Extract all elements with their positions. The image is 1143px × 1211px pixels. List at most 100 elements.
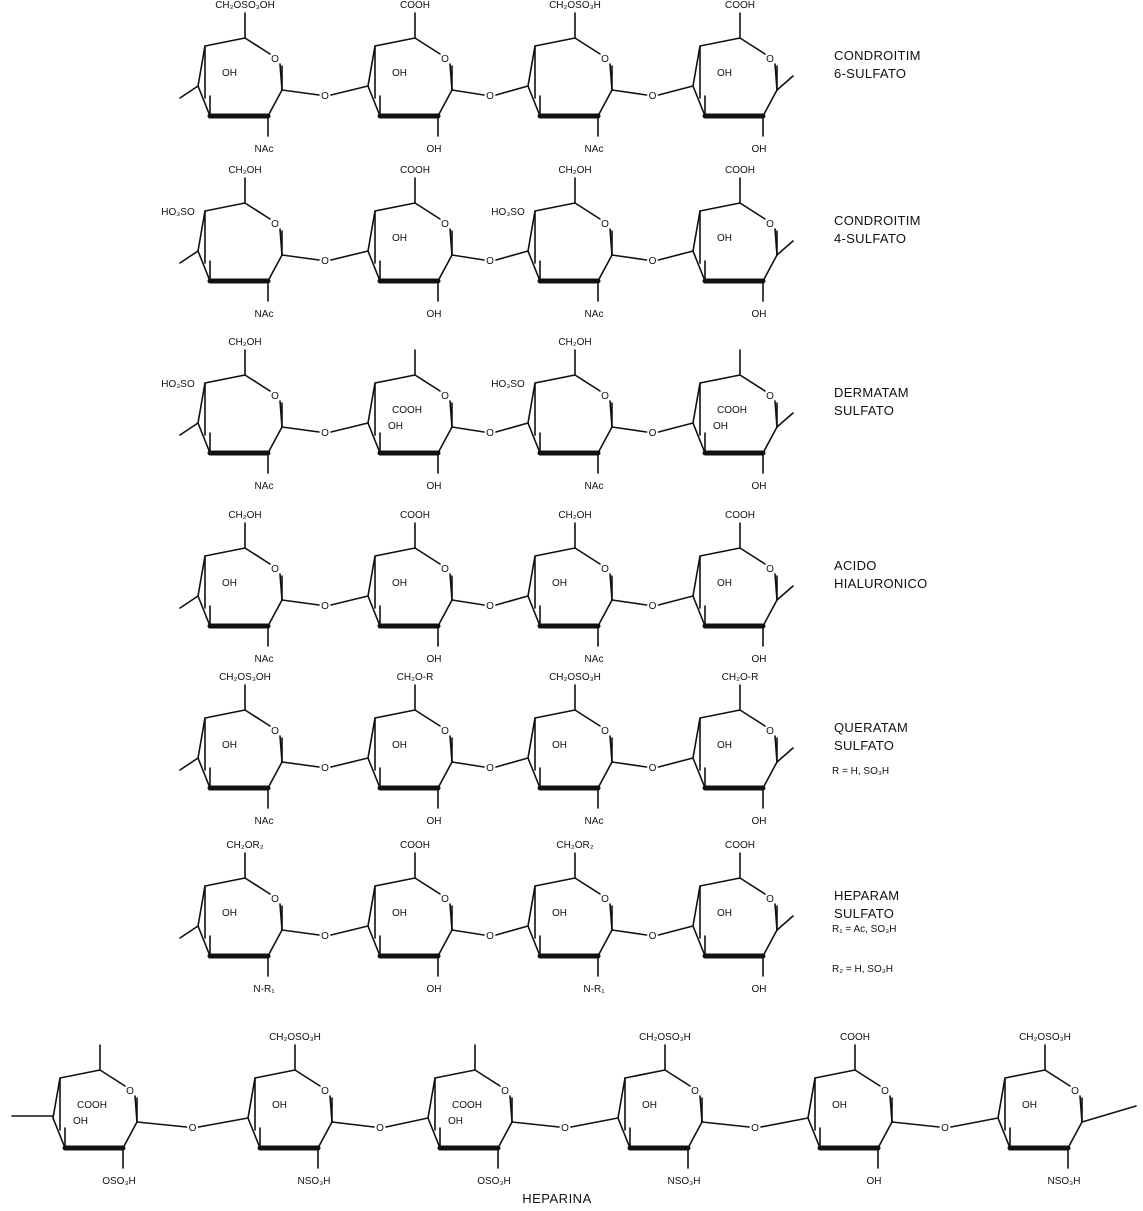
ring-inner-substituent-label: OH	[717, 68, 732, 79]
ring-inner-substituent-label: OH	[552, 908, 567, 919]
linkage-oxygen-label: O	[649, 601, 657, 612]
linkage-oxygen-label: O	[321, 931, 329, 942]
ring-oxygen-label: O	[441, 564, 449, 575]
linkage-oxygen-label: O	[486, 601, 494, 612]
ring-bottom-substituent-label: OH	[752, 481, 767, 492]
linkage-oxygen-label: O	[321, 763, 329, 774]
ring-bottom-substituent-label: NAc	[255, 144, 274, 155]
ring-bottom-substituent-label: OH	[427, 481, 442, 492]
ring-inner-substituent-label: OH	[392, 233, 407, 244]
linkage-oxygen-label: O	[649, 91, 657, 102]
ring-bottom-substituent-label: NAc	[585, 654, 604, 665]
ring-top-substituent-label: CH₂O-R	[397, 672, 434, 683]
ring-bottom-substituent-label: NSO₃H	[298, 1176, 331, 1187]
ring-oxygen-label: O	[601, 726, 609, 737]
ring-inner-substituent-label: OH	[272, 1100, 287, 1111]
ring-inner-substituent-label: OH	[1022, 1100, 1037, 1111]
row-name-label: CONDROITIM	[834, 48, 921, 63]
row-name-label: HEPARAM	[834, 888, 899, 903]
ring-top-substituent-label: COOH	[725, 165, 755, 176]
ring-bottom-substituent-label: OH	[427, 816, 442, 827]
row-name-label: SULFATO	[834, 403, 894, 418]
glycosidic-linkage: O	[451, 422, 529, 439]
ring-inner-substituent-label: OH	[222, 68, 237, 79]
glycosidic-linkage: O	[891, 1117, 999, 1134]
ring-bottom-substituent-label: OSO₃H	[477, 1176, 511, 1187]
ring-oxygen-label: O	[766, 219, 774, 230]
linkage-oxygen-label: O	[376, 1123, 384, 1134]
ring-inner-substituent-label: OH	[717, 740, 732, 751]
heparina-name-label: HEPARINA	[522, 1191, 592, 1206]
ring-top-substituent-label: CH₂OH	[558, 165, 591, 176]
ring-oxygen-label: O	[601, 391, 609, 402]
glycosidic-linkage: O	[136, 1117, 249, 1134]
row-name-label: HIALURONICO	[834, 576, 928, 591]
ring-bottom-substituent-label: NAc	[255, 816, 274, 827]
ring-inner-substituent-label: OH	[392, 908, 407, 919]
ring-inner-substituent-label: OH	[222, 908, 237, 919]
ring-bottom-substituent-label: OH	[427, 984, 442, 995]
linkage-oxygen-label: O	[941, 1123, 949, 1134]
ring-inner-substituent-label: OH	[222, 578, 237, 589]
ring-inner-substituent-label: COOH	[452, 1100, 482, 1111]
glycosidic-linkage: O	[611, 757, 694, 774]
ring-top-substituent-label: CH₂OH	[228, 337, 261, 348]
glycosidic-linkage: O	[611, 595, 694, 612]
ring-oxygen-label: O	[601, 564, 609, 575]
linkage-oxygen-label: O	[321, 256, 329, 267]
row-name-label: ACIDO	[834, 558, 877, 573]
ring-oxygen-label: O	[441, 726, 449, 737]
row-name-label: CONDROITIM	[834, 213, 921, 228]
structure-row-queratam: OCH₂OS₃OHOHNAcOCH₂O-ROHOHOCH₂OSO₃HOHNAcO…	[179, 672, 908, 827]
glycosidic-linkage: O	[281, 595, 369, 612]
linkage-oxygen-label: O	[649, 428, 657, 439]
ring-oxygen-label: O	[321, 1086, 329, 1097]
ring-side-substituent-label: HO₃SO	[161, 379, 195, 390]
linkage-oxygen-label: O	[321, 91, 329, 102]
glycosidic-linkage: O	[511, 1117, 619, 1134]
glycosidic-linkage: O	[331, 1117, 429, 1134]
linkage-oxygen-label: O	[649, 763, 657, 774]
glycosidic-linkage: O	[701, 1117, 809, 1134]
ring-top-substituent-label: CH₂OSO₃H	[269, 1032, 321, 1043]
structure-row-acido: OCH₂OHOHNAcOCOOHOHOHOCH₂OHOHNAcOCOOHOHOH…	[179, 510, 928, 665]
ring-top-substituent-label: CH₂OSO₃H	[639, 1032, 691, 1043]
glycosidic-linkage: O	[281, 925, 369, 942]
ring-inner-substituent-label: OH	[717, 908, 732, 919]
linkage-oxygen-label: O	[649, 256, 657, 267]
ring-oxygen-label: O	[271, 726, 279, 737]
ring-bottom-substituent-label: N-R₁	[583, 984, 605, 995]
glycosidic-linkage: O	[281, 422, 369, 439]
ring-oxygen-label: O	[501, 1086, 509, 1097]
ring-top-substituent-label: COOH	[400, 510, 430, 521]
ring-top-substituent-label: CH₂OH	[558, 337, 591, 348]
ring-oxygen-label: O	[271, 564, 279, 575]
ring-oxygen-label: O	[691, 1086, 699, 1097]
row-note-label: R₁ = Ac, SO₃H	[832, 924, 896, 935]
row-name-label: 6-SULFATO	[834, 66, 906, 81]
ring-bottom-substituent-label: OH	[752, 984, 767, 995]
row-note-label: R = H, SO₃H	[832, 766, 889, 777]
ring-inner-substituent-label: OH	[642, 1100, 657, 1111]
ring-top-substituent-label: CH₂OSO₃H	[549, 0, 601, 11]
ring-inner-substituent-label: COOH	[717, 405, 747, 416]
ring-top-substituent-label: COOH	[400, 0, 430, 11]
ring-inner-substituent-label: OH	[222, 740, 237, 751]
linkage-oxygen-label: O	[649, 931, 657, 942]
ring-inner-substituent-label: OH	[713, 421, 728, 432]
linkage-oxygen-label: O	[189, 1123, 197, 1134]
